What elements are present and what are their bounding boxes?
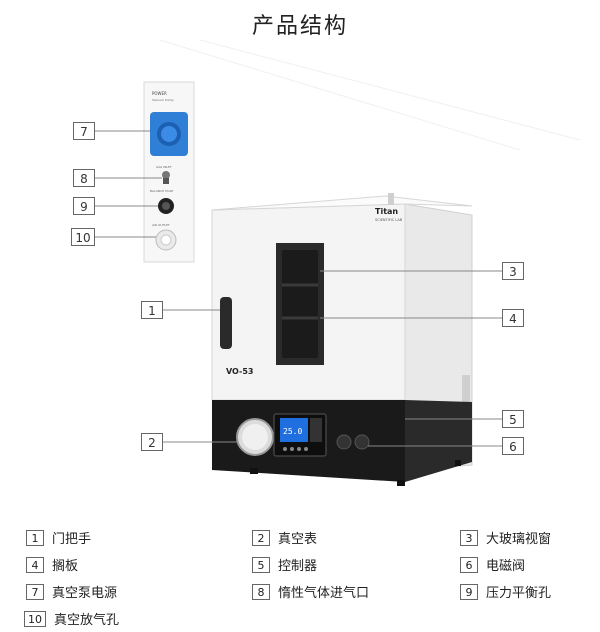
model-label: VO-53 — [226, 367, 253, 376]
display-reading: 25.0 — [283, 427, 302, 436]
brand-logo: Titan — [375, 207, 398, 216]
callout-8: 8 — [73, 169, 95, 187]
door-handle-icon — [220, 297, 232, 349]
callout-7: 7 — [73, 122, 95, 140]
svg-text:POWER: POWER — [152, 91, 167, 96]
svg-text:GAS INLET: GAS INLET — [156, 165, 172, 169]
gas-inlet-icon — [162, 171, 170, 179]
callout-1: 1 — [141, 301, 163, 319]
callout-3: 3 — [502, 262, 524, 280]
svg-text:AIR OUTLET: AIR OUTLET — [152, 223, 170, 227]
callout-10: 10 — [71, 228, 95, 246]
callout-9: 9 — [73, 197, 95, 215]
callout-2: 2 — [141, 433, 163, 451]
page-title: 产品结构 — [251, 14, 348, 39]
svg-text:Vacuum Pump: Vacuum Pump — [152, 98, 174, 102]
svg-text:SCIENTIFIC LAB: SCIENTIFIC LAB — [375, 218, 403, 222]
rear-panel — [143, 81, 195, 263]
valve-icon — [336, 434, 352, 450]
svg-text:BALANCE HOLE: BALANCE HOLE — [150, 189, 173, 193]
controller-screen-icon — [280, 418, 308, 442]
oven-body — [211, 193, 473, 486]
callout-4: 4 — [502, 309, 524, 327]
callout-6: 6 — [502, 437, 524, 455]
callout-5: 5 — [502, 410, 524, 428]
